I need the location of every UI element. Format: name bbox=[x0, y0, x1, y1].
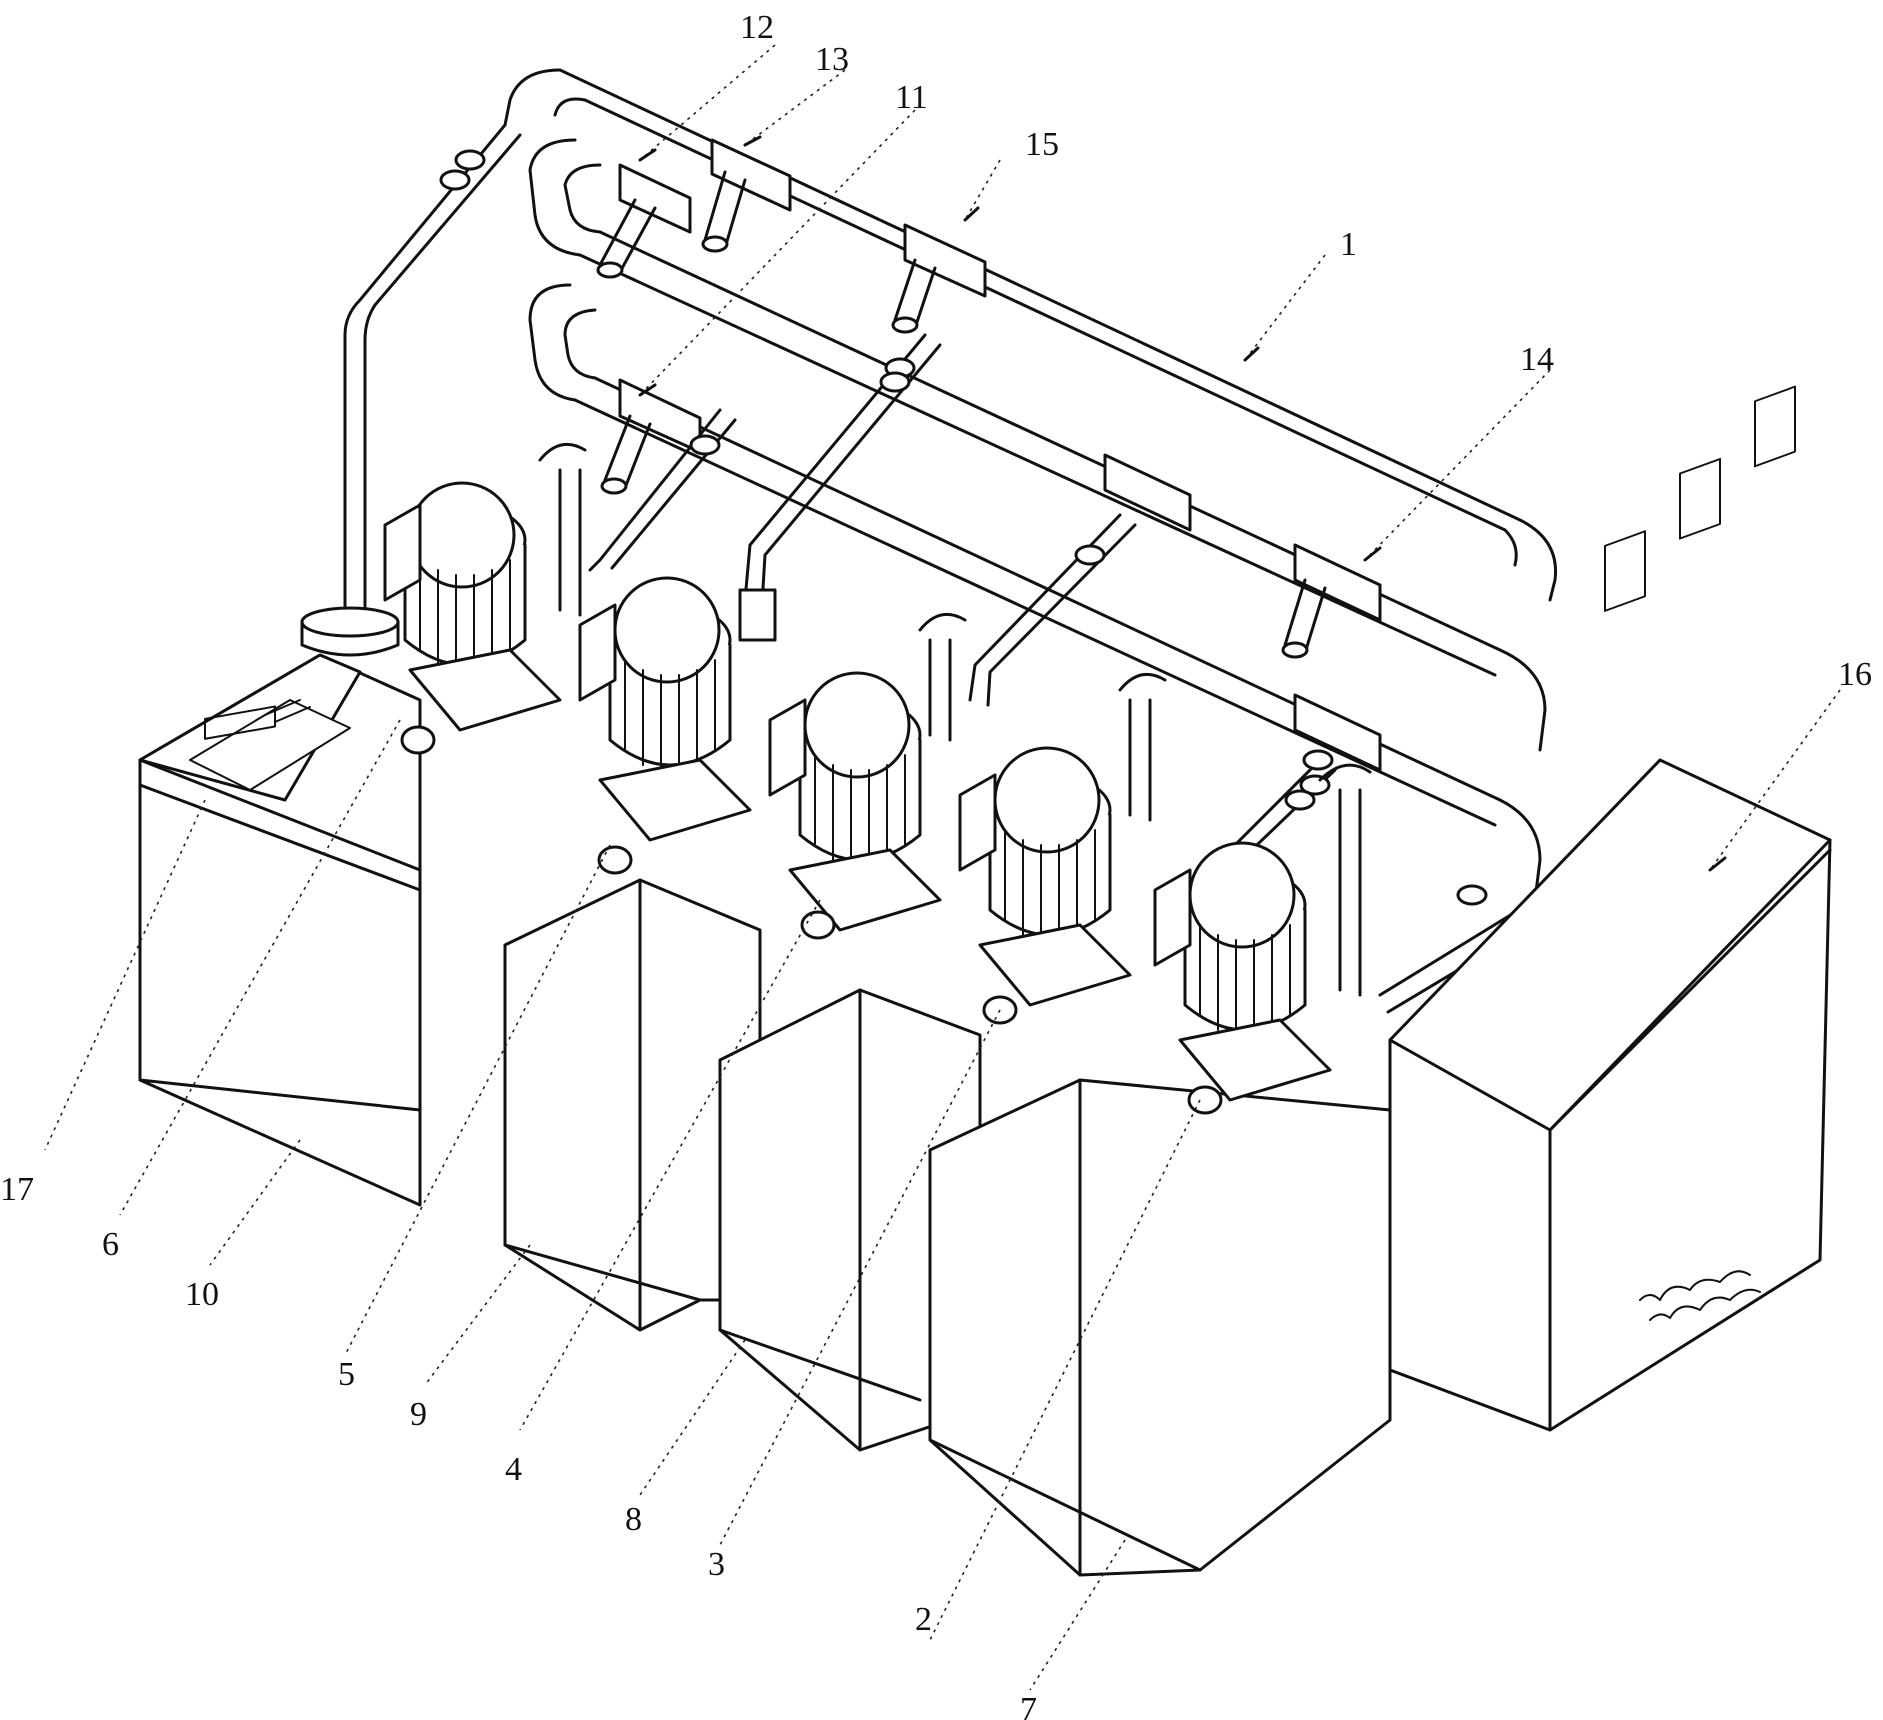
label-9: 9 bbox=[410, 1396, 427, 1433]
label-10: 10 bbox=[185, 1276, 219, 1313]
pump-1 bbox=[383, 442, 587, 755]
callout-labels: 1 2 3 4 5 6 7 8 9 10 11 12 13 14 15 16 1… bbox=[0, 9, 1872, 1720]
label-6: 6 bbox=[102, 1226, 119, 1263]
label-15: 15 bbox=[1025, 126, 1059, 163]
cabinet-display-3 bbox=[1754, 385, 1796, 468]
pump-3 bbox=[768, 612, 967, 940]
tee-fitting-14 bbox=[1281, 543, 1382, 659]
left-riser-pipe bbox=[300, 123, 522, 657]
label-3: 3 bbox=[708, 1546, 725, 1583]
tee-fitting-lower bbox=[1103, 453, 1382, 772]
label-4: 4 bbox=[505, 1451, 522, 1488]
tank-7 bbox=[928, 1078, 1392, 1577]
label-2: 2 bbox=[915, 1601, 932, 1638]
pipe-network bbox=[300, 68, 1558, 1014]
pump-5 bbox=[1153, 763, 1372, 1115]
label-12: 12 bbox=[740, 9, 774, 46]
pump-4 bbox=[958, 672, 1167, 1025]
pump-2 bbox=[578, 576, 777, 875]
main-header-pipe bbox=[503, 68, 1558, 602]
label-16: 16 bbox=[1838, 656, 1872, 693]
label-13: 13 bbox=[815, 41, 849, 78]
tee-fitting-15 bbox=[891, 223, 987, 334]
label-8: 8 bbox=[625, 1501, 642, 1538]
control-cabinet-16 bbox=[1388, 385, 1832, 1432]
control-panel bbox=[189, 699, 351, 791]
tee-fitting-13 bbox=[701, 138, 792, 253]
label-1: 1 bbox=[1340, 226, 1357, 263]
leader-lines bbox=[44, 44, 1841, 1691]
riser-pipe-1 bbox=[588, 408, 737, 572]
label-7: 7 bbox=[1020, 1691, 1037, 1720]
tank-17 bbox=[138, 653, 422, 1207]
lower-header-pipe bbox=[528, 283, 1542, 902]
riser-pipe-2 bbox=[743, 333, 942, 607]
cabinet-display-2 bbox=[1679, 457, 1721, 540]
tee-fitting-12 bbox=[596, 163, 692, 279]
label-11: 11 bbox=[895, 79, 928, 116]
label-14: 14 bbox=[1520, 341, 1554, 378]
label-5: 5 bbox=[338, 1356, 355, 1393]
riser-pipe-3 bbox=[968, 513, 1137, 707]
label-17: 17 bbox=[0, 1171, 34, 1208]
secondary-header-pipe bbox=[528, 138, 1547, 752]
cabinet-display-1 bbox=[1604, 530, 1646, 612]
